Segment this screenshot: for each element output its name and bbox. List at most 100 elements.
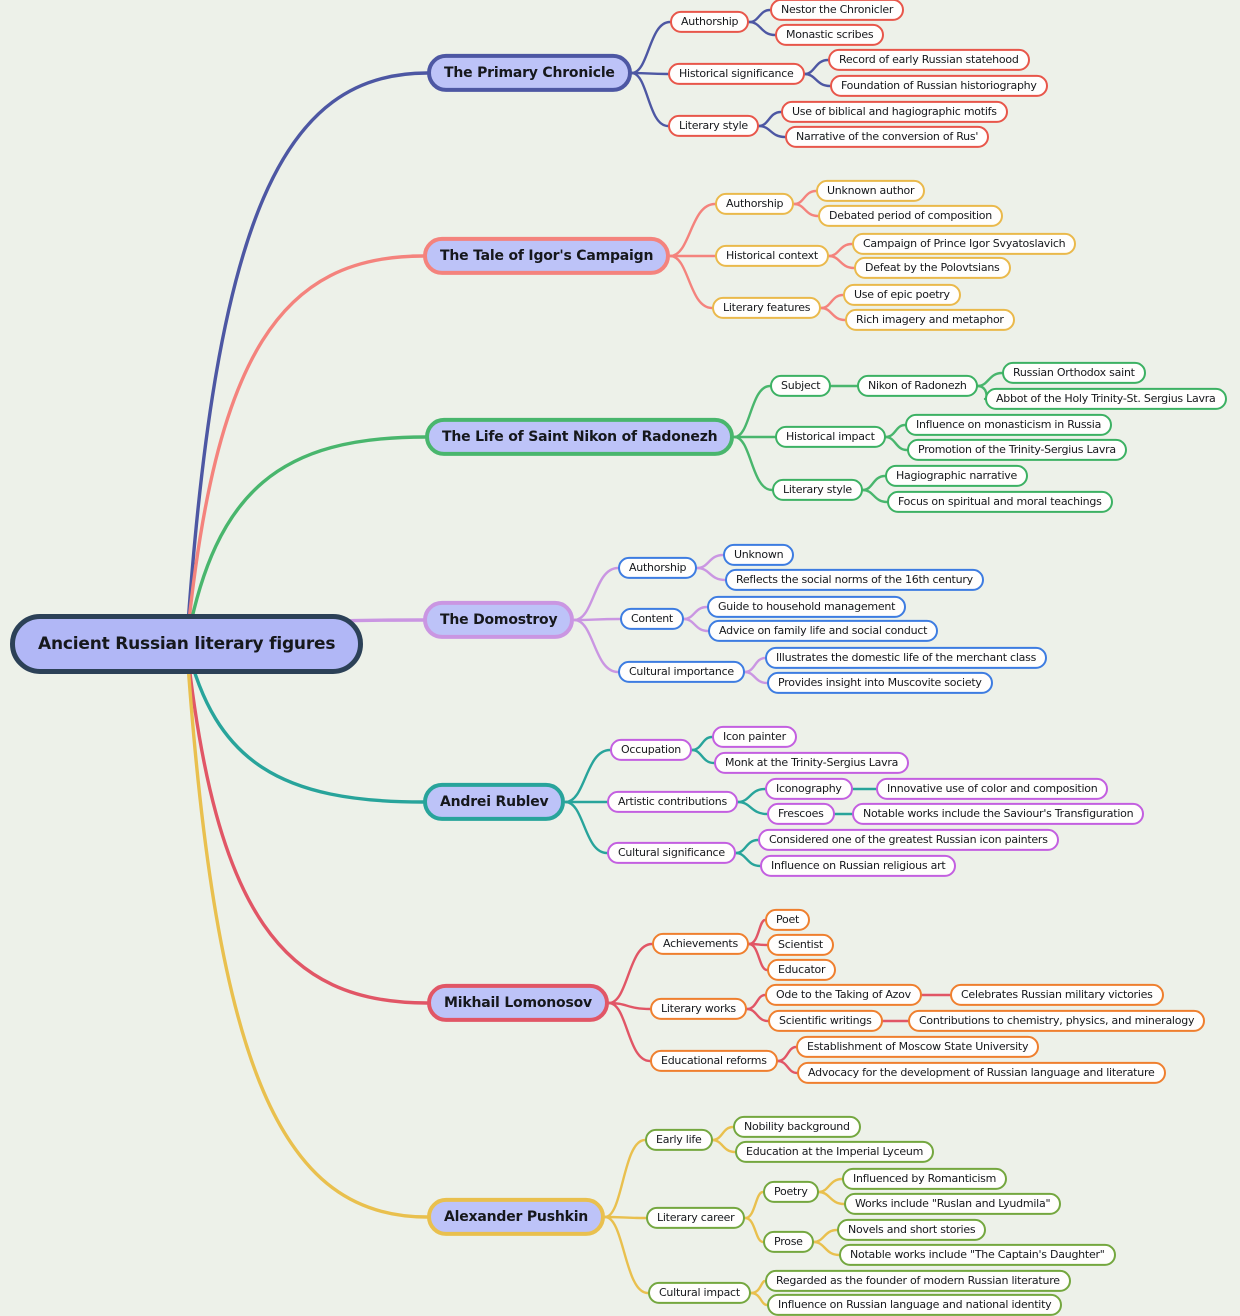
node-hagiographic-narrative[interactable]: Hagiographic narrative xyxy=(885,464,1029,488)
node-authorship[interactable]: Authorship xyxy=(618,556,698,580)
node-regarded-as-the-founder-of-modern-russian-litera[interactable]: Regarded as the founder of modern Russia… xyxy=(765,1269,1071,1293)
node-guide-to-household-management[interactable]: Guide to household management xyxy=(707,595,907,619)
node-occupation[interactable]: Occupation xyxy=(610,738,693,762)
node-contributions-to-chemistry-physics-and-mineralog[interactable]: Contributions to chemistry, physics, and… xyxy=(908,1009,1206,1033)
node-scientist[interactable]: Scientist xyxy=(767,933,834,957)
node-historical-context[interactable]: Historical context xyxy=(715,244,829,268)
node-monk-at-the-trinity-sergius-lavra[interactable]: Monk at the Trinity-Sergius Lavra xyxy=(714,751,910,775)
node-influence-on-russian-language-and-national-ident[interactable]: Influence on Russian language and nation… xyxy=(767,1293,1063,1316)
node-record-of-early-russian-statehood[interactable]: Record of early Russian statehood xyxy=(828,48,1030,72)
node-illustrates-the-domestic-life-of-the-merchant-cl[interactable]: Illustrates the domestic life of the mer… xyxy=(765,646,1048,670)
node-debated-period-of-composition[interactable]: Debated period of composition xyxy=(818,204,1003,228)
node-use-of-biblical-and-hagiographic-motifs[interactable]: Use of biblical and hagiographic motifs xyxy=(781,100,1008,124)
node-influenced-by-romanticism[interactable]: Influenced by Romanticism xyxy=(842,1167,1008,1191)
node-poetry[interactable]: Poetry xyxy=(763,1180,819,1204)
node-nestor-the-chronicler[interactable]: Nestor the Chronicler xyxy=(770,0,905,22)
node-notable-works-include-the-saviour-s-transfigurat[interactable]: Notable works include the Saviour's Tran… xyxy=(852,802,1145,826)
node-educational-reforms[interactable]: Educational reforms xyxy=(650,1049,778,1073)
connector-line xyxy=(757,110,783,128)
node-campaign-of-prince-igor-svyatoslavich[interactable]: Campaign of Prince Igor Svyatoslavich xyxy=(852,232,1077,256)
connector-line xyxy=(747,942,769,972)
node-iconography[interactable]: Iconography xyxy=(765,777,853,801)
node-education-at-the-imperial-lyceum[interactable]: Education at the Imperial Lyceum xyxy=(735,1140,935,1164)
node-authorship[interactable]: Authorship xyxy=(670,10,750,34)
node-unknown-author[interactable]: Unknown author xyxy=(816,179,926,203)
node-prose[interactable]: Prose xyxy=(763,1230,814,1254)
node-literary-works[interactable]: Literary works xyxy=(650,997,747,1021)
node-works-include-ruslan-and-lyudmila[interactable]: Works include "Ruslan and Lyudmila" xyxy=(844,1192,1062,1216)
node-reflects-the-social-norms-of-the-16th-century[interactable]: Reflects the social norms of the 16th ce… xyxy=(725,568,984,592)
node-narrative-of-the-conversion-of-rus[interactable]: Narrative of the conversion of Rus' xyxy=(785,125,990,149)
connector-line xyxy=(711,1125,735,1142)
node-literary-style[interactable]: Literary style xyxy=(772,478,863,502)
node-early-life[interactable]: Early life xyxy=(645,1128,713,1152)
node-literary-features[interactable]: Literary features xyxy=(712,296,822,320)
node-artistic-contributions[interactable]: Artistic contributions xyxy=(607,790,738,814)
root-topic[interactable]: Ancient Russian literary figures xyxy=(10,613,364,675)
node-nikon-of-radonezh[interactable]: Nikon of Radonezh xyxy=(857,374,978,398)
node-content[interactable]: Content xyxy=(620,607,684,631)
node-frescoes[interactable]: Frescoes xyxy=(767,802,835,826)
node-establishment-of-moscow-state-university[interactable]: Establishment of Moscow State University xyxy=(796,1035,1040,1059)
node-monastic-scribes[interactable]: Monastic scribes xyxy=(775,23,885,47)
topic-the-primary-chronicle[interactable]: The Primary Chronicle xyxy=(427,53,632,93)
connector-line xyxy=(184,642,425,804)
node-historical-significance[interactable]: Historical significance xyxy=(668,62,805,86)
node-novels-and-short-stories[interactable]: Novels and short stories xyxy=(837,1218,987,1242)
connector-line xyxy=(749,1279,767,1295)
node-ode-to-the-taking-of-azov[interactable]: Ode to the Taking of Azov xyxy=(765,983,922,1007)
node-advocacy-for-the-development-of-russian-language[interactable]: Advocacy for the development of Russian … xyxy=(797,1061,1166,1085)
node-innovative-use-of-color-and-composition[interactable]: Innovative use of color and composition xyxy=(876,777,1109,801)
connector-line xyxy=(607,1001,652,1063)
node-literary-career[interactable]: Literary career xyxy=(646,1206,746,1230)
node-cultural-significance[interactable]: Cultural significance xyxy=(607,841,736,865)
topic-andrei-rublev[interactable]: Andrei Rublev xyxy=(423,782,566,822)
node-cultural-impact[interactable]: Cultural impact xyxy=(648,1281,751,1305)
connector-line xyxy=(736,800,769,816)
node-promotion-of-the-trinity-sergius-lavra[interactable]: Promotion of the Trinity-Sergius Lavra xyxy=(907,438,1127,462)
connector-line xyxy=(776,1059,799,1075)
node-scientific-writings[interactable]: Scientific writings xyxy=(768,1009,883,1033)
node-cultural-importance[interactable]: Cultural importance xyxy=(618,660,745,684)
node-influence-on-monasticism-in-russia[interactable]: Influence on monasticism in Russia xyxy=(905,413,1113,437)
node-celebrates-russian-military-victories[interactable]: Celebrates Russian military victories xyxy=(950,983,1164,1007)
connector-line xyxy=(812,1240,841,1257)
connector-line xyxy=(564,748,612,804)
node-influence-on-russian-religious-art[interactable]: Influence on Russian religious art xyxy=(760,854,957,878)
node-educator[interactable]: Educator xyxy=(767,958,837,982)
node-rich-imagery-and-metaphor[interactable]: Rich imagery and metaphor xyxy=(845,308,1015,332)
node-authorship[interactable]: Authorship xyxy=(715,192,795,216)
node-subject[interactable]: Subject xyxy=(770,374,832,398)
node-use-of-epic-poetry[interactable]: Use of epic poetry xyxy=(843,283,961,307)
node-russian-orthodox-saint[interactable]: Russian Orthodox saint xyxy=(1002,361,1146,385)
node-icon-painter[interactable]: Icon painter xyxy=(712,725,797,749)
node-advice-on-family-life-and-social-conduct[interactable]: Advice on family life and social conduct xyxy=(708,619,939,643)
node-notable-works-include-the-captain-s-daughter[interactable]: Notable works include "The Captain's Dau… xyxy=(839,1243,1116,1267)
connector-line xyxy=(976,371,1004,388)
node-abbot-of-the-holy-trinity-st-sergius-lavra[interactable]: Abbot of the Holy Trinity-St. Sergius La… xyxy=(985,387,1227,411)
topic-the-domostroy[interactable]: The Domostroy xyxy=(423,600,575,640)
topic-the-life-of-saint-nikon-of-radonezh[interactable]: The Life of Saint Nikon of Radonezh xyxy=(425,417,735,457)
node-historical-impact[interactable]: Historical impact xyxy=(775,425,886,449)
node-literary-style[interactable]: Literary style xyxy=(668,114,759,138)
connector-line xyxy=(696,566,727,582)
connector-line xyxy=(743,656,767,674)
node-nobility-background[interactable]: Nobility background xyxy=(733,1115,861,1139)
node-provides-insight-into-muscovite-society[interactable]: Provides insight into Muscovite society xyxy=(767,671,993,695)
node-defeat-by-the-polovtsians[interactable]: Defeat by the Polovtsians xyxy=(854,256,1011,280)
connector-line xyxy=(812,1228,839,1244)
topic-alexander-pushkin[interactable]: Alexander Pushkin xyxy=(427,1197,606,1237)
connector-line xyxy=(884,423,907,439)
node-considered-one-of-the-greatest-russian-icon-pain[interactable]: Considered one of the greatest Russian i… xyxy=(758,828,1059,852)
topic-mikhail-lomonosov[interactable]: Mikhail Lomonosov xyxy=(427,983,609,1023)
node-achievements[interactable]: Achievements xyxy=(652,932,749,956)
node-unknown[interactable]: Unknown xyxy=(723,543,795,567)
connector-line xyxy=(690,735,714,752)
node-poet[interactable]: Poet xyxy=(765,908,811,932)
topic-the-tale-of-igors-campaign[interactable]: The Tale of Igor's Campaign xyxy=(423,236,671,276)
connector-line xyxy=(745,993,767,1011)
node-foundation-of-russian-historiography[interactable]: Foundation of Russian historiography xyxy=(830,74,1048,98)
node-focus-on-spiritual-and-moral-teachings[interactable]: Focus on spiritual and moral teachings xyxy=(887,490,1113,514)
